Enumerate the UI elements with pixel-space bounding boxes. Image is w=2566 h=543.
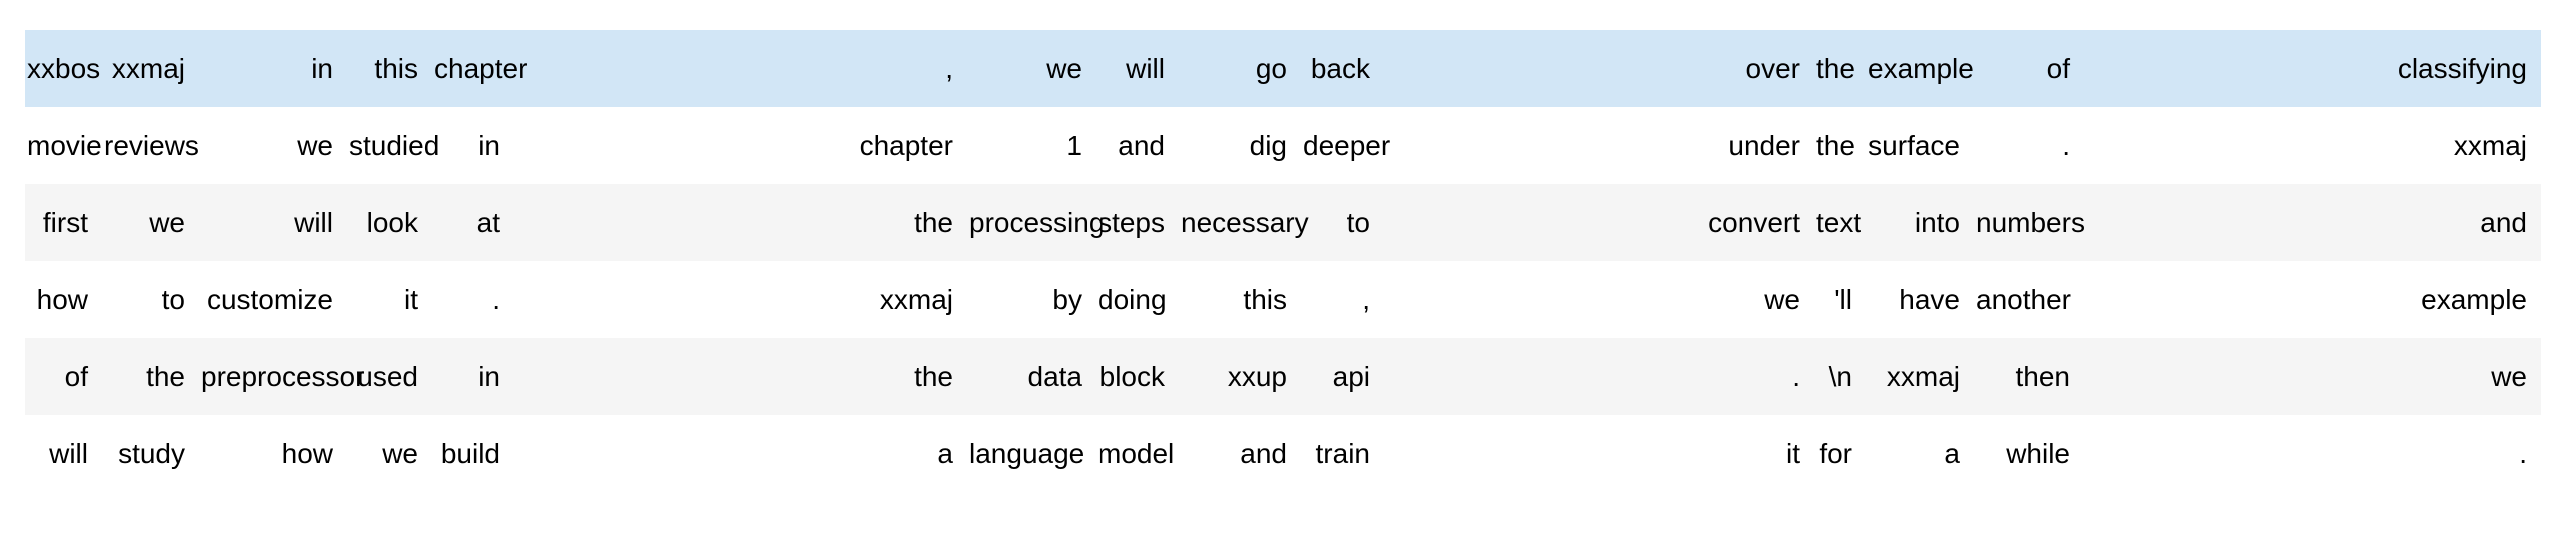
token-cell: language: [969, 437, 1085, 469]
token-cell: how: [281, 437, 333, 469]
token-cell: it: [1786, 437, 1800, 469]
token-cell: a: [1944, 437, 1960, 469]
token-cell: xxup: [1227, 360, 1287, 392]
token-cell: convert: [1708, 206, 1800, 238]
token-cell: necessary: [1181, 206, 1309, 238]
token-cell: chapter: [859, 129, 953, 161]
token-cell: while: [2006, 437, 2070, 469]
token-cell: ,: [1362, 283, 1370, 315]
token-cell: reviews: [104, 129, 199, 161]
token-cell: .: [2519, 437, 2527, 469]
token-cell: numbers: [1976, 206, 2085, 238]
token-cell: and: [1118, 129, 1165, 161]
token-cell: dig: [1249, 129, 1287, 161]
token-cell: in: [478, 360, 500, 392]
token-cell: then: [2015, 360, 2071, 392]
token-cell: we: [297, 129, 333, 161]
token-cell: xxbos: [27, 52, 101, 84]
token-cell: .: [1792, 360, 1800, 392]
token-cell: example: [1868, 52, 1974, 84]
token-cell: deeper: [1303, 129, 1391, 161]
token-cell: surface: [1868, 129, 1960, 161]
token-cell: back: [1310, 52, 1370, 84]
token-cell: train: [1315, 437, 1370, 469]
token-cell: we: [382, 437, 418, 469]
token-cell: \n: [1828, 360, 1852, 392]
token-cell: the: [146, 360, 185, 392]
token-cell: in: [311, 52, 333, 84]
token-cell: in: [478, 129, 500, 161]
token-cell: used: [357, 360, 418, 392]
token-cell: another: [1976, 283, 2071, 315]
token-cell: movie: [27, 129, 102, 161]
token-cell: steps: [1098, 206, 1165, 238]
token-cell: processing: [969, 206, 1105, 238]
token-cell: we: [2491, 360, 2527, 392]
token-cell: studied: [349, 129, 440, 161]
token-cell: preprocessor: [201, 360, 365, 392]
token-cell: example: [2421, 283, 2527, 315]
token-cell: at: [476, 206, 500, 238]
token-cell: this: [1243, 283, 1287, 315]
token-cell: over: [1745, 52, 1800, 84]
token-cell: ,: [945, 52, 953, 84]
token-cell: xxmaj: [879, 283, 953, 315]
token-cell: a: [937, 437, 953, 469]
token-cell: block: [1099, 360, 1165, 392]
token-cell: go: [1255, 52, 1287, 84]
token-cell: and: [2480, 206, 2527, 238]
token-cell: how: [36, 283, 88, 315]
token-cell: we: [1046, 52, 1082, 84]
token-cell: will: [1126, 52, 1165, 84]
token-cell: api: [1332, 360, 1370, 392]
token-cell: the: [914, 206, 953, 238]
token-cell: it: [404, 283, 418, 315]
token-cell: of: [2046, 52, 2070, 84]
token-cell: the: [1816, 129, 1855, 161]
token-cell: and: [1240, 437, 1287, 469]
token-cell: will: [294, 206, 333, 238]
token-cell: for: [1819, 437, 1852, 469]
token-cell: study: [118, 437, 185, 469]
token-cell: build: [440, 437, 500, 469]
token-cell: xxmaj: [2453, 129, 2527, 161]
token-cell: the: [914, 360, 953, 392]
token-cell: chapter: [434, 52, 528, 84]
token-cell: under: [1728, 129, 1800, 161]
token-cell: will: [49, 437, 88, 469]
token-cell: the: [1816, 52, 1855, 84]
token-cell: first: [42, 206, 88, 238]
token-cell: to: [161, 283, 185, 315]
token-cell: text: [1816, 206, 1862, 238]
token-cell: have: [1899, 283, 1960, 315]
token-cell: to: [1346, 206, 1370, 238]
token-cell: this: [374, 52, 418, 84]
token-cell: customize: [206, 283, 333, 315]
token-cell: doing: [1098, 283, 1167, 315]
token-cell: by: [1052, 283, 1082, 315]
token-cell: model: [1098, 437, 1175, 469]
token-cell: into: [1914, 206, 1960, 238]
token-cell: we: [1764, 283, 1800, 315]
token-cell: classifying: [2397, 52, 2527, 84]
token-cell: of: [64, 360, 88, 392]
token-cell: we: [149, 206, 185, 238]
token-cell: look: [366, 206, 418, 238]
token-cell: data: [1027, 360, 1083, 392]
token-cell: xxmaj: [1886, 360, 1960, 392]
token-cell: 1: [1066, 129, 1082, 161]
token-cell: .: [492, 283, 500, 315]
token-cell: 'll: [1834, 283, 1852, 315]
token-cell: xxmaj: [111, 52, 185, 84]
token-cell: .: [2062, 129, 2070, 161]
